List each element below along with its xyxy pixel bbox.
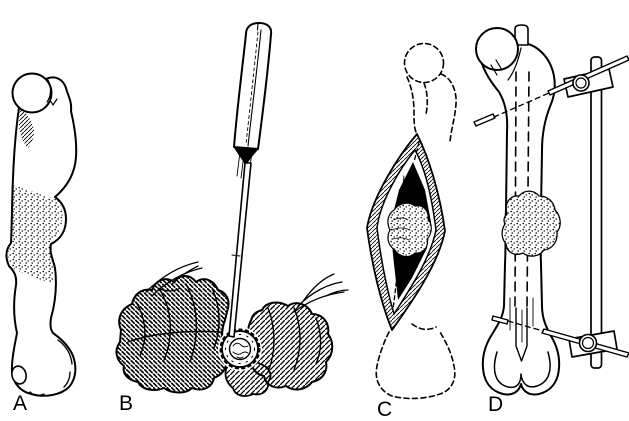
upper-pin-stub <box>473 113 496 127</box>
ghost-distal-femur <box>375 331 456 400</box>
bone-plug-texture <box>232 342 249 359</box>
distal-bump-a <box>11 365 27 385</box>
incision-streaks <box>401 173 417 197</box>
panel-label-b: B <box>119 392 134 415</box>
bone-plug <box>228 337 252 361</box>
lower-pin-dashed <box>507 320 544 332</box>
lesion-stipple-a <box>8 185 63 284</box>
shaft-junction-tick <box>231 254 241 257</box>
panel-c-incision-graft <box>366 42 457 400</box>
distal-streaks <box>509 297 534 343</box>
instrument-shaft <box>228 162 252 338</box>
fascia-wisps-left <box>145 261 203 297</box>
handle-facet-line <box>247 22 262 147</box>
trochanter-notch-a <box>46 79 58 106</box>
lower-clamp-bolt-inner <box>581 336 595 350</box>
ghost-trochanter <box>440 73 457 143</box>
nail-entry-stub <box>514 24 529 46</box>
muscle-lobe-lines-right <box>267 307 322 373</box>
upper-clamp-bolt-inner <box>575 77 587 89</box>
hole-scallop-rim <box>219 328 261 370</box>
fixator-bar <box>590 56 603 369</box>
trochanter-crease-d <box>490 47 522 81</box>
neck-shading-a <box>19 108 34 148</box>
lesion-d-stipple <box>502 191 561 257</box>
condyle-fold-a <box>29 339 73 397</box>
panel-label-c: C <box>377 398 393 421</box>
graft-texture-arcs <box>391 217 411 241</box>
panel-label-a: A <box>13 392 28 415</box>
ghost-femoral-head <box>403 42 445 84</box>
fascia-wisps-right <box>293 273 349 313</box>
condyle-inner-d <box>493 351 551 389</box>
bone-edge-dashes <box>392 141 420 311</box>
panel-b-graft-harvest <box>115 22 349 397</box>
panel-label-d: D <box>488 393 504 416</box>
panel-d-fixator <box>473 24 629 396</box>
upper-pin-dashed <box>493 92 550 118</box>
ghost-neck-inner <box>423 82 429 115</box>
femoral-head-d <box>475 27 519 71</box>
handle-facet-hatch <box>245 31 259 145</box>
upper-clamp-bolt <box>572 74 590 92</box>
femur-ghost-outline <box>375 42 457 400</box>
incision-rim-hatch <box>367 134 445 330</box>
lower-pin-stub <box>491 315 509 325</box>
panel-a-deformed-femur <box>5 72 78 397</box>
hole-band-ticks <box>225 334 255 364</box>
ghost-neck-left <box>406 76 417 133</box>
femoral-head-a <box>11 72 53 114</box>
muscle-lobe-lines-left <box>127 283 223 363</box>
ghost-distal-inner <box>411 323 437 331</box>
upper-pin-solid <box>547 55 629 96</box>
ferrule-fan-lines <box>236 151 253 179</box>
muscle-mass-left <box>115 275 230 394</box>
im-rod-dashed <box>514 71 530 309</box>
